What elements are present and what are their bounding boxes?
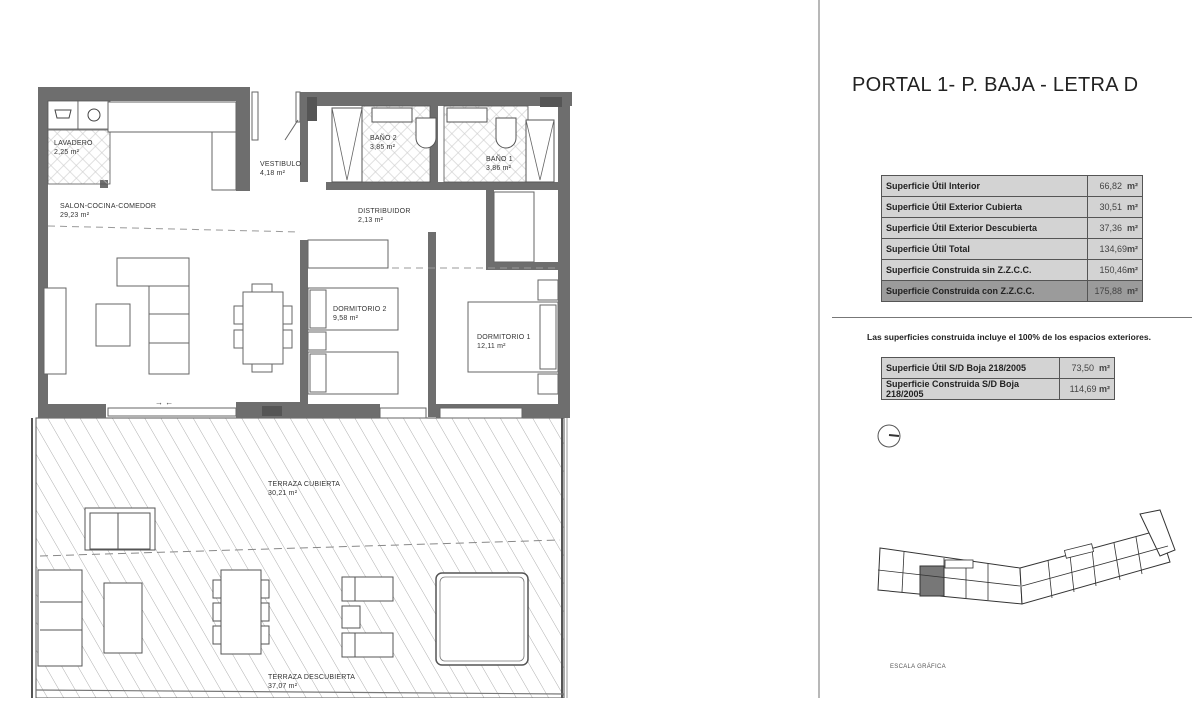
north-arrow-icon [876, 423, 902, 449]
surfaces-note: Las superficies construida incluye el 10… [867, 332, 1151, 342]
key-plan-building [870, 500, 1190, 610]
page-divider [818, 0, 820, 698]
section-divider [832, 317, 1192, 318]
table-row-highlight: Superficie Construida con Z.Z.C.C.175,88… [881, 280, 1143, 302]
walls [38, 87, 572, 418]
floor-plan: → ← [31, 87, 572, 699]
floor-plan-drawing: → ← [31, 87, 572, 699]
svg-text:→ ←: → ← [155, 398, 173, 407]
table-row: Superficie Construida sin Z.Z.C.C.150,46… [881, 259, 1143, 281]
page-title: PORTAL 1- P. BAJA - LETRA D [852, 74, 1139, 96]
scale-label: ESCALA GRÁFICA [890, 664, 946, 670]
